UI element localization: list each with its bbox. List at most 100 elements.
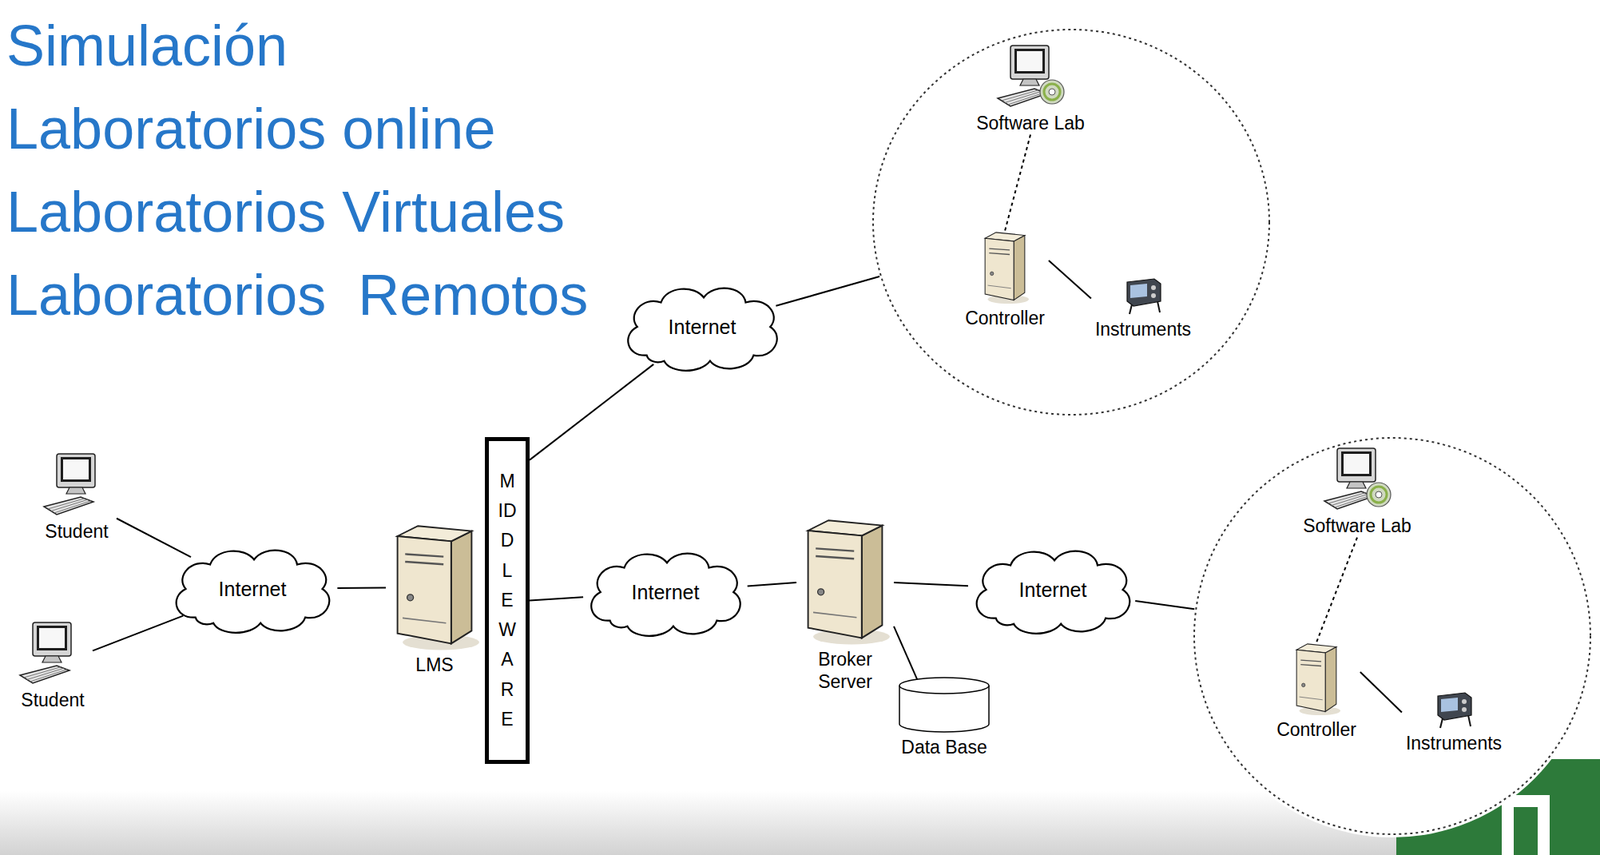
screen <box>63 459 89 480</box>
drive-slot <box>988 248 1010 251</box>
keyboard-keys <box>54 500 92 513</box>
dashed-link <box>1316 537 1358 643</box>
bullet-item: Laboratorios Remotos <box>6 253 588 337</box>
keyboard-keys <box>30 669 68 682</box>
network-link <box>775 276 880 306</box>
instrument-knob <box>1151 285 1156 290</box>
power-button <box>990 271 994 276</box>
node-label: Internet <box>218 576 287 601</box>
bullet-list: SimulaciónLaboratorios onlineLaboratorio… <box>6 3 588 337</box>
drive-slot <box>1300 664 1322 667</box>
network-link <box>747 582 797 586</box>
server-front <box>808 530 862 638</box>
dashed-region <box>873 29 1270 415</box>
instruments: Instruments <box>1091 275 1196 342</box>
logo-mark <box>1501 794 1550 855</box>
lms-server: LMS <box>385 523 484 677</box>
region-outline <box>1192 436 1593 836</box>
screen-frame <box>1341 451 1372 477</box>
dashed-link <box>1004 134 1031 231</box>
vertical-label: MIDDLEWARE <box>498 466 517 735</box>
server-icon <box>980 230 1029 305</box>
instrument-leg <box>1129 304 1132 314</box>
server-front <box>984 238 1014 300</box>
network-link <box>529 364 654 461</box>
drive-slot <box>404 553 444 556</box>
region-outline <box>871 27 1271 417</box>
keyboard-keys <box>27 667 64 679</box>
node-label: Instruments <box>1095 318 1192 342</box>
instrument-leg <box>1468 714 1471 727</box>
monitor-case <box>1010 45 1049 80</box>
keyboard-keys <box>1001 90 1039 101</box>
vent-line <box>813 611 857 617</box>
student-computer: Student <box>36 452 117 544</box>
screen-frame <box>1014 48 1045 74</box>
cylinder-icon <box>897 675 992 734</box>
internet-cloud: Internet <box>162 539 342 638</box>
broker-server: Broker Server <box>796 517 894 693</box>
screen <box>1343 453 1370 474</box>
screen-frame <box>36 625 68 651</box>
vent-line <box>402 617 446 623</box>
network-link <box>92 615 183 652</box>
server-side <box>861 525 883 639</box>
instrument-body <box>1437 692 1472 720</box>
keyboard-keys <box>23 666 61 678</box>
monitor-stand <box>66 487 86 494</box>
server-side <box>451 531 473 644</box>
network-link <box>893 582 969 586</box>
node-label: Internet <box>668 314 737 339</box>
instrument-knob <box>1461 698 1467 704</box>
keyboard-keys <box>47 498 85 509</box>
monitor-case <box>1337 448 1376 482</box>
monitor-case <box>32 622 72 656</box>
cylinder-top <box>899 677 989 694</box>
lab-site-region: Software LabControllerInstruments <box>1192 436 1593 836</box>
drive-slot <box>1300 659 1322 662</box>
instrument-icon <box>1433 689 1475 730</box>
drive-slot <box>815 555 854 559</box>
node-label: Internet <box>631 579 700 604</box>
server-icon <box>389 523 480 652</box>
node-label: Student <box>20 689 84 712</box>
disc-ring <box>1044 83 1061 100</box>
node-label: Data Base <box>901 736 987 759</box>
instrument-body <box>1127 278 1161 306</box>
node-label: Controller <box>964 307 1045 330</box>
drive-slot <box>815 547 854 551</box>
software-lab: Software Lab <box>972 43 1089 135</box>
cloud-shape <box>976 551 1131 634</box>
keyboard-keys <box>1334 495 1372 508</box>
internet-cloud: Internet <box>578 543 753 641</box>
cloud-shape <box>591 553 740 636</box>
network-link <box>116 518 191 557</box>
server-front <box>1296 649 1326 711</box>
internet-cloud: Internet <box>615 277 790 376</box>
controller: Controller <box>1272 642 1361 742</box>
server-side <box>1013 235 1025 301</box>
database: Data Base <box>893 675 996 759</box>
power-button <box>407 594 414 601</box>
lab-site-region: Software LabController Instruments <box>871 27 1271 417</box>
software-lab: Software Lab <box>1298 446 1416 538</box>
node-label: Software Lab <box>1302 515 1412 538</box>
logo-mark-inner <box>1513 806 1538 855</box>
node-label: Broker Server <box>808 648 882 693</box>
server-front <box>397 535 452 644</box>
computer-icon <box>40 452 113 518</box>
drive-slot <box>988 253 1010 255</box>
student-computer: Student <box>12 620 93 712</box>
keyboard-keys <box>1004 91 1042 103</box>
network-link <box>893 626 919 683</box>
instrument-leg <box>1157 301 1160 313</box>
keyboard-keys <box>1328 492 1366 504</box>
network-link <box>337 586 386 589</box>
power-button <box>817 588 825 596</box>
monitor-stand <box>1346 481 1366 489</box>
screen <box>1016 51 1043 72</box>
bullet-item: Simulación <box>6 3 588 88</box>
computer-icon <box>994 43 1067 110</box>
instrument-leg <box>1440 718 1443 728</box>
